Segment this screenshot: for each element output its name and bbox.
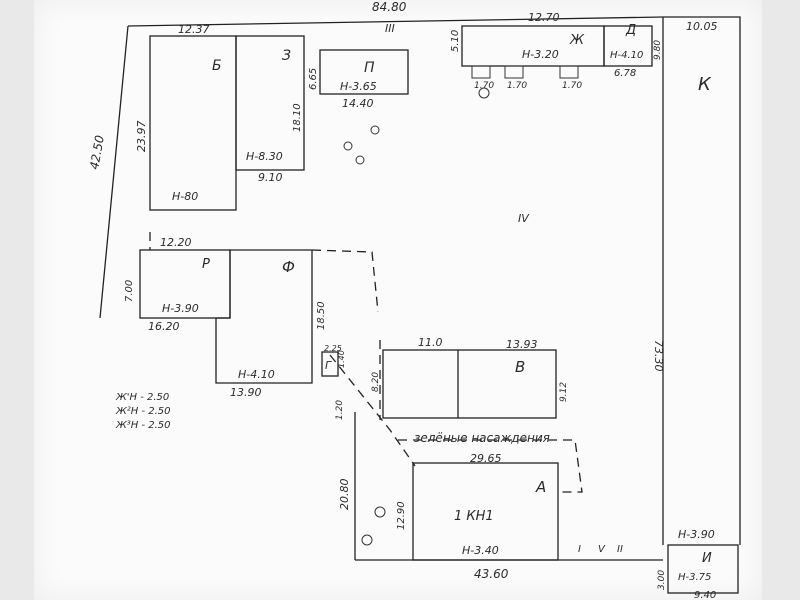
label-f-letter: Ф <box>282 258 295 276</box>
label-k-h: Н-3.90 <box>678 528 715 541</box>
fence-driveway <box>329 354 416 467</box>
label-v-side: 9.12 <box>559 382 569 402</box>
note-line-1: Ж'Н - 2.50 <box>115 392 169 403</box>
label-r-width: 16.20 <box>148 320 180 333</box>
label-roman-5: V <box>598 544 606 555</box>
label-z-letter: З <box>282 48 291 64</box>
label-bottom-length: 43.60 <box>474 567 509 581</box>
tree-marker-3 <box>355 155 365 165</box>
building-z <box>235 35 305 171</box>
label-d-width: 6.78 <box>614 68 636 79</box>
label-zh-side: 5.10 <box>450 30 461 52</box>
label-g-dim2: 1.40 <box>337 350 346 368</box>
label-d-side: 9.80 <box>653 40 663 60</box>
porch-3 <box>559 65 579 79</box>
building-a <box>412 462 559 561</box>
label-small-170c: 1.70 <box>562 81 582 91</box>
label-a-side: 12.90 <box>396 501 407 530</box>
label-b-height: 23.97 <box>135 121 148 153</box>
label-b-top: 12.37 <box>178 23 210 36</box>
label-roman-3: III <box>385 22 395 35</box>
tree-marker-2 <box>343 141 353 151</box>
building-p <box>319 49 409 95</box>
label-p-side: 6.65 <box>308 68 319 90</box>
label-f-width: 13.90 <box>230 386 262 399</box>
label-small-170b: 1.70 <box>507 81 527 91</box>
label-a-name: 1 КН1 <box>454 509 494 524</box>
label-zh-h: Н-3.20 <box>522 48 559 61</box>
building-g <box>321 351 339 377</box>
well-marker-3 <box>361 534 373 546</box>
label-p-letter: П <box>364 60 375 76</box>
label-i-letter: И <box>702 551 712 566</box>
building-d <box>603 25 653 67</box>
boundary-k-outer <box>663 16 741 545</box>
label-i-width: 9.40 <box>694 590 716 600</box>
label-z-width: 9.10 <box>258 171 283 184</box>
label-d-letter: Д <box>625 23 636 38</box>
building-b <box>149 35 237 211</box>
label-v-letter: В <box>515 358 525 376</box>
label-r-width-top: 12.20 <box>160 236 192 249</box>
label-roman-1: I <box>578 544 581 555</box>
boundary-top <box>127 16 664 27</box>
label-zh-letter: Ж <box>569 33 585 48</box>
building-v <box>382 349 557 419</box>
label-top-length: 84.80 <box>372 0 407 14</box>
label-v-width2: 13.93 <box>506 338 538 351</box>
label-v-left: 8.20 <box>371 372 381 392</box>
porch-2 <box>504 65 524 79</box>
label-z-h: Н-8.30 <box>246 150 283 163</box>
note-line-3: Ж³Н - 2.50 <box>115 420 171 431</box>
label-d-h: Н-4.10 <box>610 50 643 61</box>
label-i-side: 3.00 <box>657 570 667 590</box>
label-a-width: 29.65 <box>470 452 502 465</box>
porch-1 <box>471 65 491 79</box>
label-p-h: Н-3.65 <box>340 80 377 93</box>
label-v-width: 11.0 <box>418 336 443 349</box>
building-f <box>215 249 313 384</box>
label-a-letter: А <box>535 478 546 496</box>
label-left-lower: 20.80 <box>338 479 351 511</box>
label-k-side: 73.30 <box>652 340 665 372</box>
label-b-h: Н-80 <box>172 190 198 203</box>
label-roman-2: II <box>617 544 623 555</box>
label-r-h: Н-3.90 <box>162 302 199 315</box>
fence-f <box>311 249 379 313</box>
label-a-h: Н-3.40 <box>462 544 499 557</box>
tree-marker-1 <box>370 125 380 135</box>
label-top-right-len: 12.70 <box>528 11 560 24</box>
label-r-letter: Р <box>202 257 210 272</box>
label-f-h: Н-4.10 <box>238 368 275 381</box>
label-left-small: 1.20 <box>335 400 345 420</box>
paper-sheet <box>34 0 762 600</box>
note-line-2: Ж²Н - 2.50 <box>115 406 171 417</box>
label-r-side: 7.00 <box>124 280 135 302</box>
label-left-diagonal: 42.50 <box>87 134 107 171</box>
label-b-letter: Б <box>212 58 222 74</box>
label-f-side: 18.50 <box>316 301 327 330</box>
building-i <box>667 544 739 594</box>
label-i-h: Н-3.75 <box>678 572 711 583</box>
label-g-dim: 2.25 <box>324 344 342 353</box>
label-top-right-corner: 10.05 <box>686 20 718 33</box>
fence-a <box>398 439 583 493</box>
label-roman-4: IV <box>518 212 530 225</box>
label-p-width: 14.40 <box>342 97 374 110</box>
label-green-area: зелёные насаждения <box>414 431 550 445</box>
label-k-letter: К <box>698 74 712 95</box>
boundary-left-diagonal <box>99 25 129 319</box>
label-z-side: 18.10 <box>292 103 303 132</box>
well-marker-2 <box>374 506 386 518</box>
label-g-letter: Г <box>325 359 332 372</box>
label-small-170a: 1.70 <box>474 81 494 91</box>
well-marker-1 <box>478 87 490 99</box>
